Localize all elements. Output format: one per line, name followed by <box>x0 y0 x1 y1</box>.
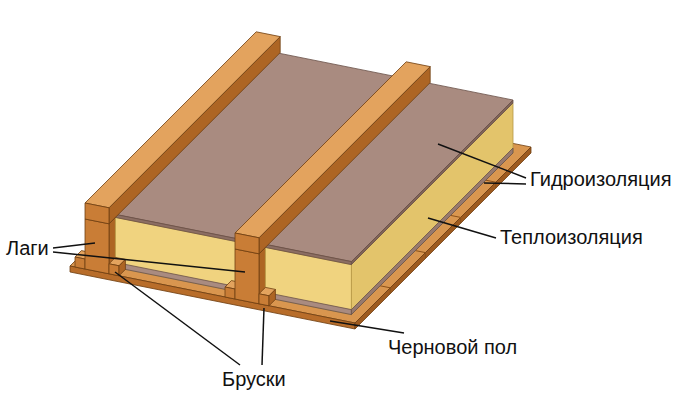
subfloor-board-seam <box>390 288 391 294</box>
bar-front <box>75 257 85 269</box>
bar-side <box>269 289 275 305</box>
leader-line <box>53 243 95 248</box>
leader-line <box>262 308 264 365</box>
leader-line <box>53 252 245 272</box>
callout-label: Теплоизоляция <box>500 226 643 249</box>
strip-top <box>85 32 280 208</box>
bar-side <box>119 259 125 275</box>
strip-front <box>85 203 109 224</box>
callout-label: Гидроизоляция <box>530 168 672 191</box>
leader-line <box>115 272 240 365</box>
callout-label: Бруски <box>222 368 286 391</box>
leader-line <box>330 321 404 333</box>
lower-membrane <box>115 262 241 292</box>
subfloor-board-seam <box>425 253 426 259</box>
strip-side <box>259 67 430 254</box>
strip-top <box>235 62 430 238</box>
bar-front <box>259 294 269 306</box>
leader-line <box>484 183 526 184</box>
leader-line <box>428 218 496 238</box>
bar-front <box>225 287 235 299</box>
callout-label: Лаги <box>6 237 49 260</box>
strip-front <box>235 233 259 254</box>
leader-line <box>438 144 526 178</box>
joist-front <box>235 249 259 304</box>
membrane-front <box>91 210 351 265</box>
lower-membrane <box>265 292 351 314</box>
callout-label: Черновой пол <box>388 336 517 359</box>
joist-front <box>85 219 109 274</box>
subfloor-board-seam <box>460 217 461 223</box>
strip-side <box>109 37 280 224</box>
